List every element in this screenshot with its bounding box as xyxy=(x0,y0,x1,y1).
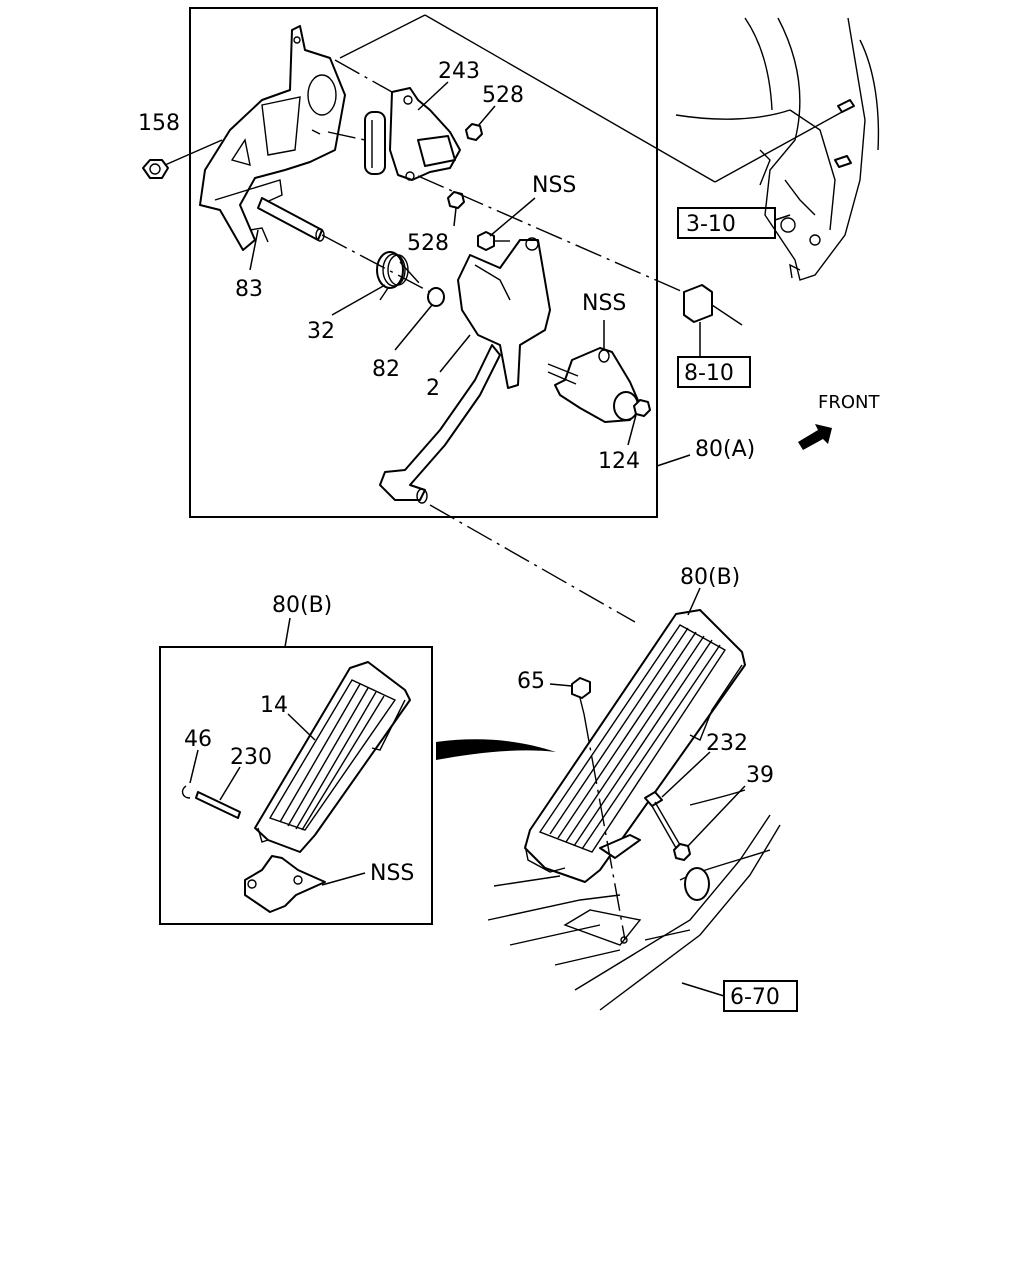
vehicle-body-upper xyxy=(675,17,880,281)
label-39: 39 xyxy=(746,763,774,788)
label-nss-bracket: NSS xyxy=(370,861,414,886)
leader-243 xyxy=(417,81,449,111)
nut-124 xyxy=(633,399,651,417)
label-232: 232 xyxy=(706,731,748,756)
label-80a: 80(A) xyxy=(695,437,755,462)
label-230: 230 xyxy=(230,745,272,770)
label-2: 2 xyxy=(426,376,440,401)
connector-plug xyxy=(683,284,743,326)
ref-3-10: 3-10 xyxy=(686,212,736,237)
connector-line-top-2 xyxy=(424,14,716,183)
floor-structure xyxy=(487,789,781,1011)
assembly-line-5 xyxy=(399,261,421,285)
leader-528a xyxy=(477,105,496,127)
pivot-pin xyxy=(257,197,325,242)
leader-158 xyxy=(164,139,223,166)
assembly-line-pedal xyxy=(429,504,636,623)
label-158: 158 xyxy=(138,111,180,136)
nut-528-lower xyxy=(447,191,465,209)
leader-39 xyxy=(687,785,746,847)
return-spring-32 xyxy=(376,251,409,301)
leader-nss-bolt xyxy=(489,197,536,237)
label-14: 14 xyxy=(260,693,288,718)
assembly-line-4 xyxy=(321,234,431,293)
leader-46 xyxy=(189,749,199,784)
leader-32 xyxy=(331,284,386,316)
label-528-lower: 528 xyxy=(407,231,449,256)
leader-80b-main xyxy=(687,587,701,616)
accelerator-pedal-main xyxy=(524,609,746,883)
label-nss-sensor: NSS xyxy=(582,291,626,316)
assembly-line-2 xyxy=(327,131,366,141)
ref-box-3-10[interactable]: 3-10 xyxy=(677,207,776,239)
assembly-line-3 xyxy=(417,175,691,296)
stopper-bolt-232 xyxy=(644,791,681,849)
leader-2 xyxy=(439,334,471,373)
pivot-pin-230 xyxy=(195,791,241,819)
leader-65 xyxy=(549,683,573,687)
nut-158 xyxy=(142,159,169,179)
label-83: 83 xyxy=(235,277,263,302)
ref-box-8-10[interactable]: 8-10 xyxy=(677,356,751,388)
front-arrow-icon xyxy=(798,424,832,450)
ref-6-70: 6-70 xyxy=(730,985,780,1010)
bolt-nss xyxy=(477,231,510,251)
pedal-bracket-nss xyxy=(244,855,326,913)
pedal-arm-2 xyxy=(379,237,551,504)
leader-3-10 xyxy=(774,214,791,221)
leader-6-70 xyxy=(681,982,725,997)
leader-14 xyxy=(287,713,316,741)
leader-82 xyxy=(394,304,433,351)
label-243: 243 xyxy=(438,59,480,84)
leader-230 xyxy=(219,766,241,801)
bushing-82 xyxy=(427,287,445,307)
pedal-pad-14 xyxy=(254,661,411,853)
nut-39 xyxy=(673,843,691,861)
leader-124 xyxy=(627,414,637,446)
leader-83 xyxy=(249,229,259,271)
ref-box-6-70[interactable]: 6-70 xyxy=(723,980,798,1012)
mounting-bracket xyxy=(199,25,346,251)
label-80b-inset: 80(B) xyxy=(272,593,332,618)
ref-8-10: 8-10 xyxy=(684,361,734,386)
detail-box-80b xyxy=(159,646,433,925)
assembly-line-1 xyxy=(334,59,393,93)
leader-80b-inset xyxy=(284,617,291,648)
leader-528b xyxy=(453,207,457,227)
pedal-position-sensor-243 xyxy=(364,87,461,181)
label-46: 46 xyxy=(184,727,212,752)
label-82: 82 xyxy=(372,357,400,382)
nut-528-upper xyxy=(465,123,483,141)
front-label: FRONT xyxy=(818,392,880,413)
leader-nss-bracket xyxy=(321,872,366,886)
label-32: 32 xyxy=(307,319,335,344)
leader-80a xyxy=(656,454,691,467)
detail-box-80a xyxy=(189,7,658,518)
connector-line-top-3 xyxy=(714,111,843,183)
label-nss-bolt: NSS xyxy=(532,173,576,198)
connector-line-top xyxy=(339,14,426,59)
label-528-upper: 528 xyxy=(482,83,524,108)
damper-nss xyxy=(547,347,641,423)
detail-arrow-icon xyxy=(436,739,556,760)
clip-46 xyxy=(181,785,191,799)
label-124: 124 xyxy=(598,449,640,474)
bolt-65 xyxy=(571,677,626,941)
label-80b-main: 80(B) xyxy=(680,565,740,590)
label-65: 65 xyxy=(517,669,545,694)
leader-232 xyxy=(661,751,711,798)
